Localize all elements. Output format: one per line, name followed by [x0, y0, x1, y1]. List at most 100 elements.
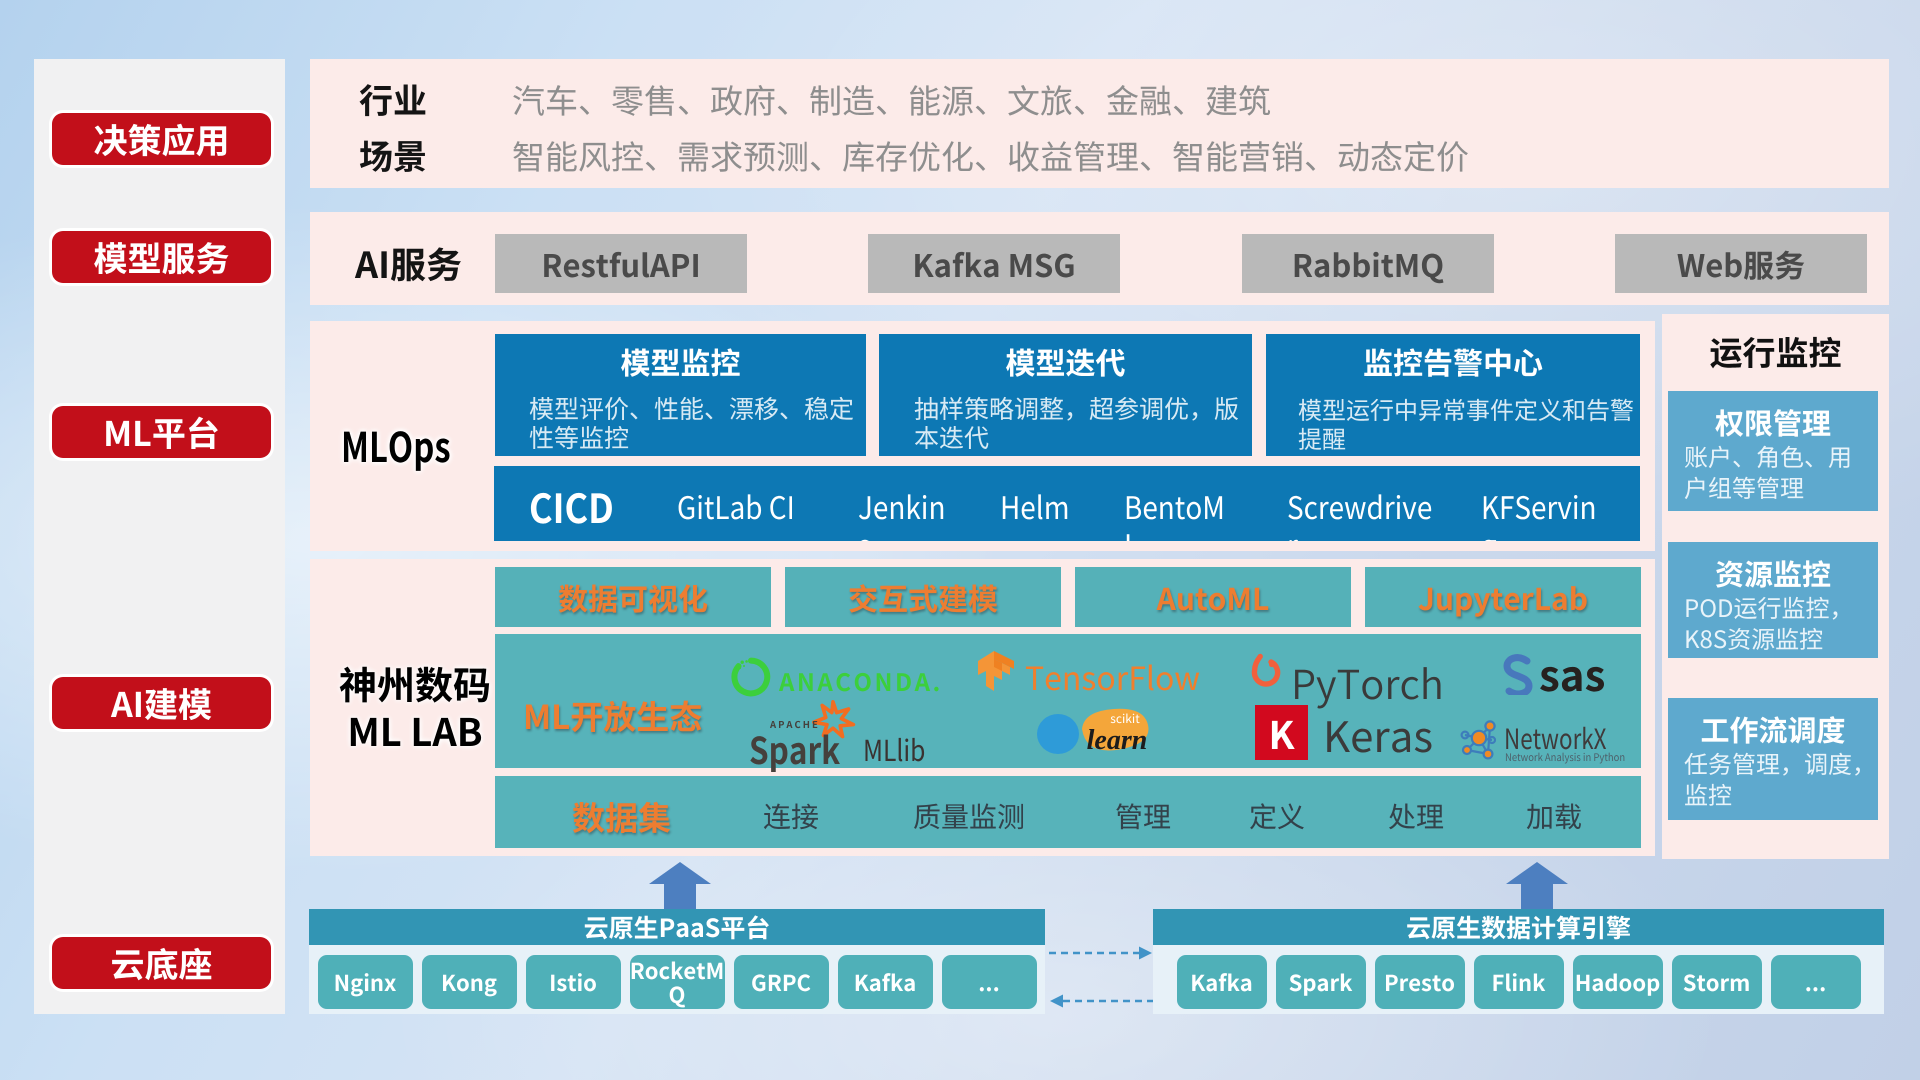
- ai-service-button-2: RabbitMQ: [1242, 234, 1494, 293]
- monitor-card-body: 任务管理，调度，监控: [1684, 745, 1876, 811]
- dataset-label: 数据集: [572, 792, 671, 840]
- logo-tensorflow: TensorFlow: [973, 649, 1200, 700]
- paas-header: 云原生PaaS平台: [309, 909, 1045, 945]
- mlops-card-title: 监控告警中心: [1363, 339, 1543, 383]
- ai-service-button-3: Web服务: [1615, 234, 1867, 293]
- paas-panel: 云原生PaaS平台 Nginx Kong Istio RocketMQ GRPC…: [309, 909, 1045, 1014]
- engine-item: Flink: [1473, 955, 1564, 1009]
- cicd-item: Jenkins: [858, 483, 946, 542]
- monitor-card-0: 权限管理 账户、角色、用户组等管理: [1668, 391, 1878, 511]
- dataset-box: 数据集 连接 质量监测 管理 定义 处理 加载: [495, 776, 1641, 848]
- paas-item: Nginx: [317, 955, 413, 1009]
- monitor-panel: 运行监控 权限管理 账户、角色、用户组等管理 资源监控 POD运行监控，K8S资…: [1662, 314, 1889, 859]
- cicd-item: Helm: [1000, 483, 1070, 528]
- mllab-tool-0: 数据可视化: [495, 567, 771, 627]
- cicd-item: KFServing: [1481, 483, 1597, 542]
- industry-label: 行业: [359, 74, 427, 123]
- paas-item: RocketMQ: [629, 954, 725, 1010]
- ai-service-button-0: RestfulAPI: [495, 234, 747, 293]
- engine-item: Spark: [1275, 955, 1366, 1009]
- engine-header: 云原生数据计算引擎: [1153, 909, 1884, 945]
- cicd-item: GitLab CI: [677, 483, 795, 528]
- mlops-card-2: 监控告警中心 模型运行中异常事件定义和告警提醒: [1266, 334, 1640, 456]
- ai-service-button-1: Kafka MSG: [868, 234, 1120, 293]
- tensorflow-icon: [978, 651, 1014, 691]
- sas-icon: [1503, 654, 1533, 698]
- scenario-list: 智能风控、需求预测、库存优化、收益管理、智能营销、动态定价: [512, 131, 1469, 179]
- sidebar-badge-cloud-base: 云底座: [52, 937, 271, 989]
- logo-sas: sas: [1503, 643, 1605, 704]
- mlops-card-body: 抽样策略调整，超参调优，版本迭代: [914, 390, 1240, 455]
- mlops-label: MLOps: [341, 414, 451, 474]
- logo-pytorch: PyTorch: [1249, 653, 1444, 711]
- monitor-card-2: 工作流调度 任务管理，调度，监控: [1668, 698, 1878, 820]
- up-arrow-right: [1505, 862, 1569, 914]
- mlops-card-0: 模型监控 模型评价、性能、漂移、稳定性等监控: [495, 334, 866, 456]
- mlops-band: MLOps 模型监控 模型评价、性能、漂移、稳定性等监控 模型迭代 抽样策略调整…: [310, 321, 1655, 551]
- mlops-card-1: 模型迭代 抽样策略调整，超参调优，版本迭代: [879, 334, 1252, 456]
- logo-anaconda: ANACONDA.: [731, 657, 940, 702]
- industry-band: 行业 汽车、零售、政府、制造、能源、文旅、金融、建筑 场景 智能风控、需求预测、…: [310, 59, 1889, 188]
- monitor-card-title: 权限管理: [1714, 401, 1831, 443]
- logo-scikit-learn: scikit learn: [1037, 707, 1152, 764]
- engine-item: Storm: [1671, 955, 1762, 1009]
- paas-items: Nginx Kong Istio RocketMQ GRPC Kafka ...: [309, 955, 1045, 1009]
- networkx-icon: [1460, 720, 1497, 760]
- sidebar-badge-ml-platform: ML平台: [52, 406, 271, 458]
- engine-item: Presto: [1374, 955, 1465, 1009]
- dataset-item: 管理: [1115, 796, 1172, 836]
- exchange-arrows: [1037, 946, 1163, 1008]
- industry-list: 汽车、零售、政府、制造、能源、文旅、金融、建筑: [512, 75, 1271, 123]
- ml-ecosystem-label: ML开放生态: [523, 691, 703, 739]
- dataset-item: 连接: [763, 796, 820, 836]
- scenario-label: 场景: [359, 130, 427, 179]
- paas-item: Kafka: [837, 955, 933, 1009]
- mlops-card-body: 模型运行中异常事件定义和告警提醒: [1298, 391, 1634, 455]
- engine-panel: 云原生数据计算引擎 Kafka Spark Presto Flink Hadoo…: [1153, 909, 1884, 1014]
- mlops-card-title: 模型迭代: [1005, 339, 1126, 383]
- paas-item: Kong: [421, 955, 517, 1009]
- sidebar-badge-ai-modeling: AI建模: [52, 677, 271, 729]
- monitor-card-body: POD运行监控，K8S资源监控: [1684, 589, 1854, 655]
- monitor-card-1: 资源监控 POD运行监控，K8S资源监控: [1668, 542, 1878, 658]
- monitor-card-title: 资源监控: [1714, 552, 1831, 594]
- mlops-card-title: 模型监控: [620, 339, 741, 383]
- engine-item: Kafka: [1176, 955, 1267, 1009]
- svg-text:scikit: scikit: [1110, 710, 1140, 727]
- pytorch-icon: [1251, 653, 1281, 687]
- cicd-bar: CICD GitLab CI Jenkins Helm BentoML Scre…: [494, 466, 1640, 541]
- dataset-item: 质量监测: [913, 796, 1026, 836]
- dataset-item: 定义: [1249, 796, 1306, 836]
- up-arrow-left: [648, 862, 712, 914]
- ml-ecosystem-box: ML开放生态 ANACONDA. TensorFlow PyTorch sas …: [495, 634, 1641, 775]
- svg-text:learn: learn: [1087, 725, 1148, 756]
- sidebar-badge-model-service: 模型服务: [52, 231, 271, 283]
- mlops-card-body: 模型评价、性能、漂移、稳定性等监控: [529, 390, 855, 455]
- mllab-tool-3: JupyterLab: [1365, 567, 1641, 627]
- mllab-tool-2: AutoML: [1075, 567, 1351, 627]
- cicd-item: Screwdriver: [1287, 483, 1433, 542]
- ai-service-band: AI服务 RestfulAPI Kafka MSG RabbitMQ Web服务: [310, 212, 1889, 305]
- cicd-item: BentoML: [1124, 483, 1225, 542]
- mllab-tool-1: 交互式建模: [785, 567, 1061, 627]
- paas-item: Istio: [525, 955, 621, 1009]
- paas-item: ...: [941, 955, 1037, 1009]
- monitor-card-body: 账户、角色、用户组等管理: [1684, 438, 1852, 504]
- layer-sidebar: 决策应用 模型服务 ML平台 AI建模 云底座: [34, 59, 285, 1014]
- cicd-title: CICD: [529, 477, 614, 535]
- paas-item: GRPC: [733, 955, 829, 1009]
- engine-item: ...: [1770, 955, 1861, 1009]
- dataset-item: 处理: [1388, 796, 1445, 836]
- monitor-title: 运行监控: [1709, 327, 1842, 375]
- scikit-learn-icon: scikit learn: [1037, 708, 1149, 756]
- dataset-item: 加载: [1526, 796, 1583, 836]
- anaconda-icon: [731, 657, 771, 697]
- engine-items: Kafka Spark Presto Flink Hadoop Storm ..…: [1153, 955, 1884, 1009]
- monitor-card-title: 工作流调度: [1700, 708, 1846, 750]
- engine-item: Hadoop: [1572, 955, 1663, 1009]
- spark-star-icon: [812, 700, 856, 739]
